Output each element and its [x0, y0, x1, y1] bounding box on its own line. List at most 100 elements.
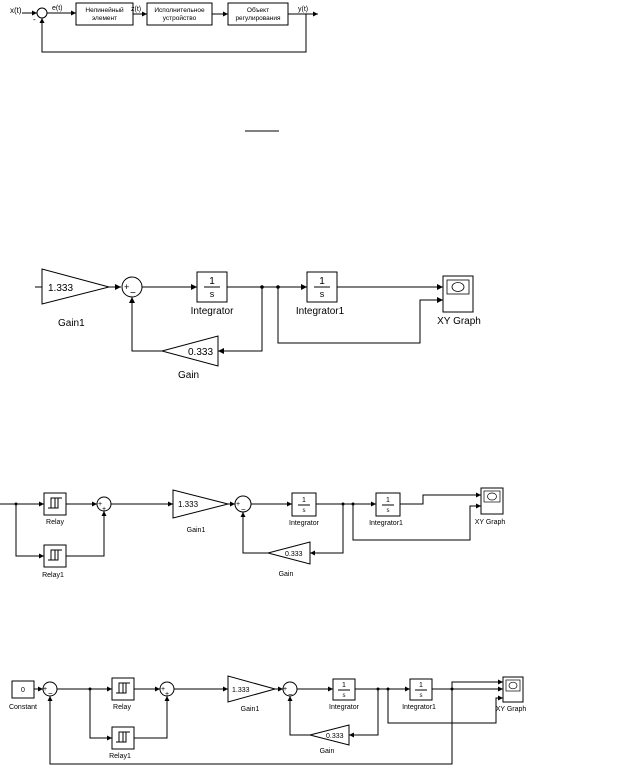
input-label: x(t) — [10, 6, 22, 15]
d3-relay-name: Relay — [46, 519, 64, 526]
d4-gain-name: Gain — [320, 748, 335, 755]
d4-relay1-input-line — [89, 689, 112, 741]
d4-xy-first-input-line — [451, 679, 503, 689]
d4-gain1-value: 1.333 — [232, 687, 250, 694]
d2-integrator-den: s — [210, 289, 215, 299]
d3-integrator-name: Integrator — [289, 520, 320, 527]
d2-xy-graph-name: XY Graph — [437, 316, 481, 327]
d4-relay1-output-line — [134, 696, 170, 739]
d3-integrator-den: s — [303, 508, 306, 514]
d2-integrator1-num: 1 — [319, 276, 325, 287]
d2-integrator1-den: s — [320, 289, 325, 299]
d4-xy-graph-icon — [508, 681, 518, 690]
sum-junction[interactable] — [36, 7, 48, 19]
d4-xy-graph-screen — [505, 679, 521, 692]
d2-gain1-value: 1.333 — [48, 283, 73, 294]
d4-gain-value: 0.333 — [326, 733, 344, 740]
simulink-diagram-2: 1.333 Gain1 + − 1 s Integrator 1 s Integ… — [35, 268, 481, 381]
d2-gain-block[interactable] — [160, 335, 219, 367]
d3-relay1-input-line — [15, 504, 44, 559]
d3-xy-second-input-line — [352, 503, 481, 541]
d3-xy-graph-icon — [487, 492, 497, 501]
d3-gain1-name: Gain1 — [187, 527, 206, 534]
d2-gain1-block[interactable] — [41, 268, 111, 305]
block-diagram-1: x(t) - e(t) Нелинейный элемент z(t) Испо… — [10, 2, 318, 53]
d4-gain-block[interactable] — [309, 724, 350, 746]
d2-xy-graph-icon — [451, 282, 465, 292]
d3-xy-graph-name: XY Graph — [475, 519, 506, 526]
d4-constant-name: Constant — [9, 704, 37, 711]
d3-relay1-name: Relay1 — [42, 572, 64, 579]
d4-integrator1-num: 1 — [419, 682, 423, 689]
d4-gain1-block[interactable] — [227, 675, 277, 703]
d4-xy-graph-name: XY Graph — [496, 706, 527, 713]
d4-relay-name: Relay — [113, 704, 131, 711]
d4-integrator1-den: s — [420, 693, 423, 699]
control-label: z(t) — [131, 6, 141, 13]
d3-sum2-plus: + — [236, 501, 240, 508]
d3-gain1-value: 1.333 — [178, 500, 199, 509]
d2-xy-graph-screen — [446, 279, 470, 295]
output-label: y(t) — [298, 6, 308, 13]
minus-sign: - — [33, 15, 36, 24]
d4-sum0-minus: − — [48, 689, 53, 698]
d3-integrator-num: 1 — [302, 497, 306, 504]
d2-integrator-num: 1 — [209, 276, 215, 287]
d3-xy-graph-screen — [483, 490, 501, 503]
error-label: e(t) — [52, 5, 63, 12]
simulink-diagram-4: 0 Constant + − Relay Relay1 + + 1.333 Ga… — [9, 675, 527, 765]
d3-integrator1-num: 1 — [386, 497, 390, 504]
d2-gain-name: Gain — [178, 370, 199, 381]
d3-gain-value: 0.333 — [285, 551, 303, 558]
d3-gain-block[interactable] — [266, 541, 311, 565]
d4-gain1-name: Gain1 — [241, 706, 260, 713]
nonlinear-element-label-2: элемент — [92, 15, 117, 22]
d3-feedback-line — [240, 512, 268, 554]
d4-integrator-den: s — [343, 693, 346, 699]
d2-integrator1-name: Integrator1 — [296, 306, 345, 317]
d2-xy-second-input-line — [277, 287, 443, 344]
d2-gain-value: 0.333 — [188, 347, 213, 358]
d4-inner-feedback-line — [287, 696, 310, 736]
d4-sum2-minus: − — [288, 690, 293, 699]
d3-integrator1-output-line — [400, 492, 481, 505]
d3-gain-input-line — [310, 504, 344, 556]
d4-gain-input-line — [349, 689, 379, 738]
simulink-diagram-3: Relay Relay1 + + 1.333 Gain1 + − 1 s Int… — [0, 487, 506, 579]
d3-gain1-block[interactable] — [172, 489, 229, 519]
d3-sum1-plus-b: + — [102, 506, 106, 513]
actuator-label-1: Исполнительное — [154, 7, 205, 14]
d3-gain-name: Gain — [279, 571, 294, 578]
d2-gain1-name: Gain1 — [58, 318, 85, 329]
d4-outer-feedback-line — [47, 689, 453, 765]
d2-feedback-line — [129, 297, 162, 352]
d4-sum1-plus-a: + — [161, 686, 165, 693]
feedback-loop-line — [39, 14, 307, 53]
d4-sum0-plus: + — [43, 686, 47, 693]
d4-relay1-icon — [116, 731, 130, 743]
d4-integrator-num: 1 — [342, 682, 346, 689]
d2-gain-input-line — [218, 287, 263, 354]
d4-integrator-name: Integrator — [329, 704, 360, 711]
actuator-label-2: устройство — [163, 14, 197, 22]
d4-integrator1-name: Integrator1 — [402, 704, 436, 711]
d3-sum1-plus-a: + — [98, 501, 102, 508]
d3-integrator1-name: Integrator1 — [369, 520, 403, 527]
d2-sum-minus: − — [130, 288, 136, 299]
d3-relay-icon — [48, 497, 62, 509]
d2-branch-point-2 — [276, 285, 280, 289]
nonlinear-element-label-1: Нелинейный — [85, 6, 124, 14]
d3-sum2-minus: − — [241, 505, 246, 514]
d4-xy-second-input-line — [387, 689, 503, 724]
d4-sum1-plus-b: + — [165, 691, 169, 698]
d3-relay1-icon — [48, 549, 62, 561]
d3-relay1-output-line — [66, 511, 107, 557]
d2-integrator-name: Integrator — [191, 306, 234, 317]
d4-sum2-plus: + — [283, 686, 287, 693]
d4-relay-icon — [116, 682, 130, 694]
d3-integrator1-den: s — [387, 508, 390, 514]
plant-label-1: Объект — [247, 6, 269, 14]
d4-constant-value: 0 — [21, 687, 25, 694]
plant-label-2: регулирования — [235, 15, 281, 22]
